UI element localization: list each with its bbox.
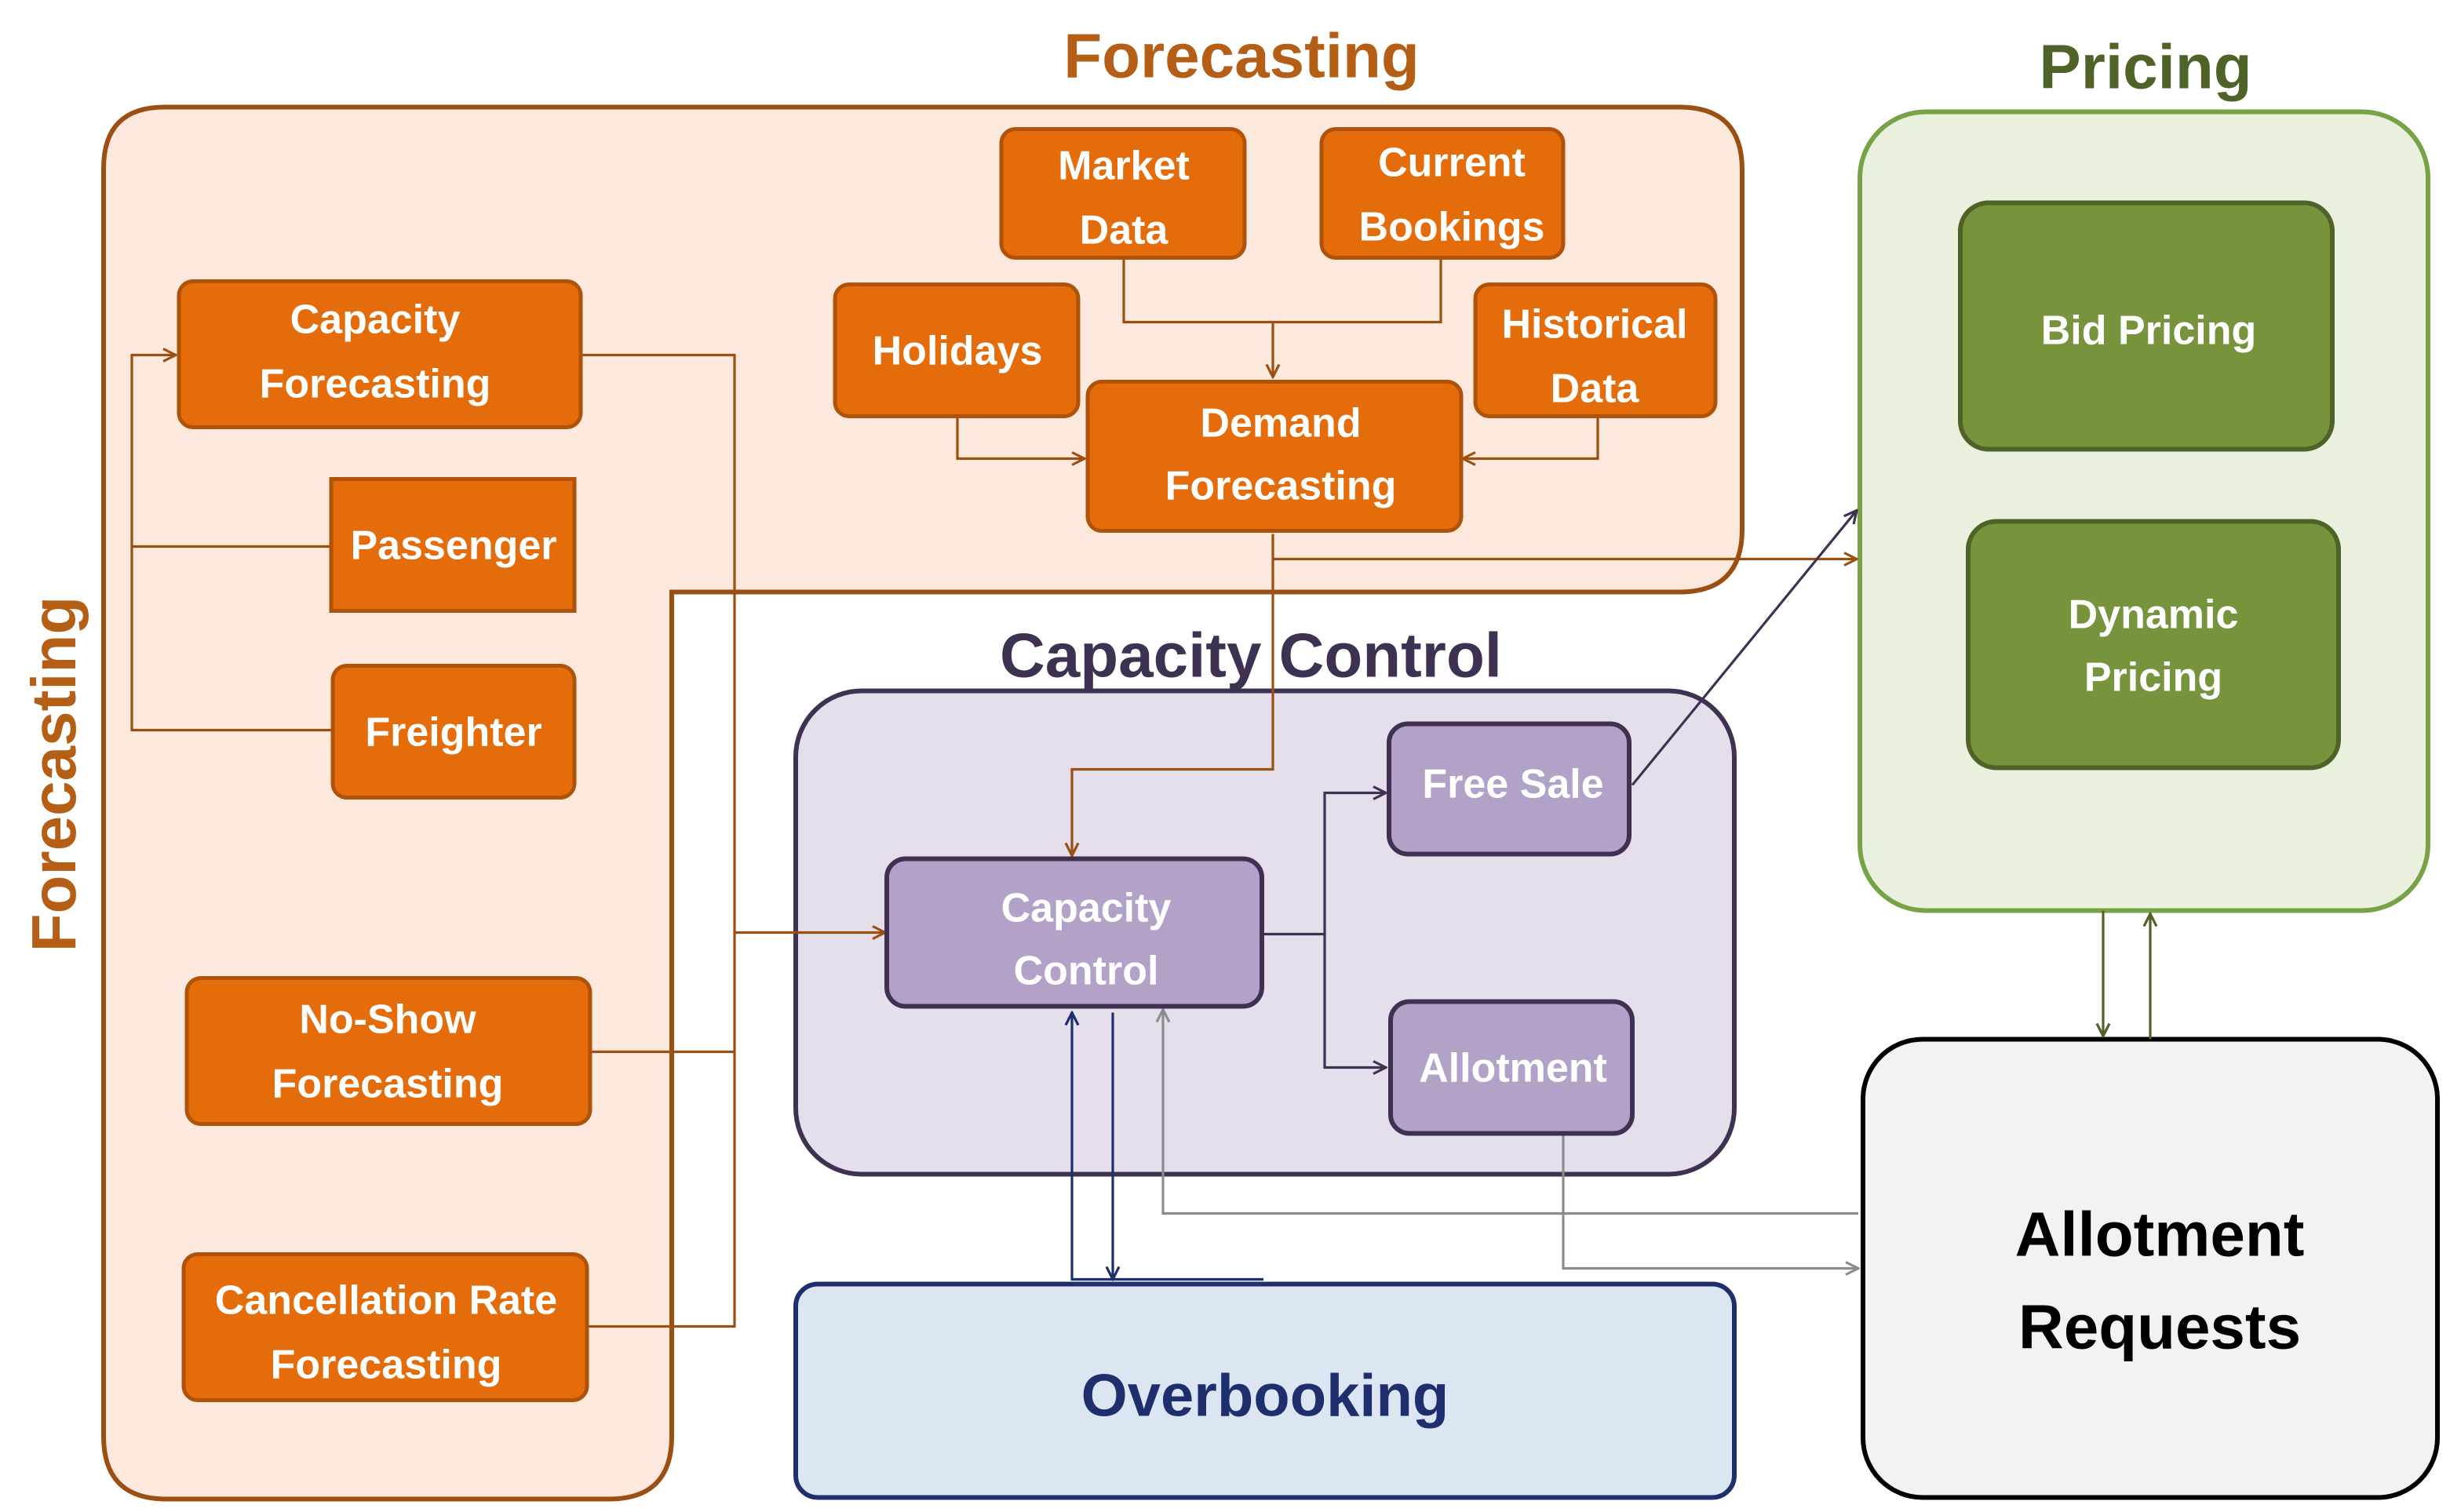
forecasting-nodes: Market Data Current Bookings Holidays Hi… <box>177 127 1718 1402</box>
allotment-to-requests-arrow <box>1562 1135 1858 1269</box>
forecasting-side-title: Forecasting <box>19 596 89 952</box>
capacity-control-title: Capacity Control <box>1000 621 1502 690</box>
purple-connectors <box>1262 511 1857 1068</box>
capacity-control-node[interactable]: Capacity Control <box>884 856 1264 1009</box>
forecasting-top-title: Forecasting <box>1063 21 1419 91</box>
allotment-node[interactable]: Allotment <box>1388 999 1635 1136</box>
free-sale-label: Free Sale <box>1422 762 1603 807</box>
cancellation-rate-forecasting-node[interactable]: Cancellation Rate Forecasting <box>181 1252 589 1402</box>
green-connectors <box>2103 910 2150 1040</box>
market-data-label-2: Data <box>1080 208 1169 253</box>
holidays-label: Holidays <box>873 329 1043 374</box>
current-bookings-node[interactable]: Current Bookings <box>1319 127 1566 260</box>
no-show-forecasting-node[interactable]: No-Show Forecasting <box>184 976 592 1126</box>
holidays-arrow <box>956 416 1085 459</box>
allotment-requests-label-1: Allotment <box>2015 1200 2305 1270</box>
dynamic-pricing-node[interactable]: Dynamic Pricing <box>1966 519 2341 771</box>
allotment-label: Allotment <box>1419 1046 1607 1091</box>
freighter-node[interactable]: Freighter <box>330 664 577 800</box>
current-bookings-label-2: Bookings <box>1359 205 1545 250</box>
historical-data-label-1: Historical <box>1502 302 1688 348</box>
historical-data-label-2: Data <box>1551 366 1640 412</box>
cancellation-rate-label-1: Cancellation Rate <box>215 1278 557 1324</box>
passenger-node[interactable]: Passenger <box>329 477 577 613</box>
no-show-label-1: No-Show <box>299 997 476 1043</box>
holidays-node[interactable]: Holidays <box>833 282 1081 418</box>
market-data-connector <box>1122 257 1442 324</box>
demand-forecasting-label-1: Demand <box>1200 401 1361 446</box>
historical-data-arrow <box>1463 416 1599 459</box>
demand-forecasting-node[interactable]: Demand Forecasting <box>1085 380 1464 533</box>
capacity-forecasting-node[interactable]: Capacity Forecasting <box>177 279 583 429</box>
allotment-branch <box>1323 934 1386 1068</box>
bid-pricing-node[interactable]: Bid Pricing <box>1958 200 2335 452</box>
navy-connectors <box>1072 1013 1263 1280</box>
freighter-label: Freighter <box>365 710 541 756</box>
capacity-forecasting-arrow <box>581 353 885 933</box>
capacity-control-nodes: Capacity Control Free Sale Allotment <box>884 721 1635 1136</box>
gray-connectors <box>1163 1010 1858 1269</box>
overbooking-label: Overbooking <box>1081 1363 1449 1430</box>
overbooking-box[interactable] <box>793 1281 1737 1500</box>
dynamic-pricing-label-2: Pricing <box>2084 655 2222 701</box>
capacity-control-label-2: Control <box>1014 949 1159 994</box>
allotment-requests-to-capacity-arrow <box>1163 1010 1858 1215</box>
market-data-node[interactable]: Market Data <box>999 127 1247 260</box>
allotment-requests-label-2: Requests <box>2018 1292 2301 1362</box>
passenger-label: Passenger <box>350 523 556 569</box>
cancellation-connector <box>587 1051 736 1328</box>
bid-pricing-label: Bid Pricing <box>2041 308 2256 354</box>
dynamic-pricing-label-1: Dynamic <box>2069 592 2239 638</box>
pricing-nodes: Bid Pricing Dynamic Pricing <box>1958 200 2341 771</box>
pricing-title: Pricing <box>2039 32 2251 102</box>
orange-connectors <box>130 257 1857 1328</box>
current-bookings-label-1: Current <box>1378 140 1526 186</box>
cancellation-rate-label-2: Forecasting <box>271 1343 502 1388</box>
demand-forecasting-label-2: Forecasting <box>1165 464 1397 509</box>
capacity-forecasting-label-1: Capacity <box>290 297 461 343</box>
freighter-connector <box>130 355 333 732</box>
overbooking-to-capacity-arrow <box>1072 1013 1263 1281</box>
historical-data-node[interactable]: Historical Data <box>1473 282 1718 418</box>
market-data-label-1: Market <box>1058 144 1190 189</box>
capacity-control-branch <box>1262 793 1386 936</box>
demand-to-capacity-arrow <box>1072 534 1274 856</box>
no-show-label-2: Forecasting <box>272 1062 504 1107</box>
free-sale-node[interactable]: Free Sale <box>1387 721 1632 857</box>
free-sale-to-pricing-arrow <box>1631 511 1857 786</box>
capacity-control-label-1: Capacity <box>1001 886 1172 931</box>
capacity-forecasting-label-2: Forecasting <box>260 362 491 407</box>
